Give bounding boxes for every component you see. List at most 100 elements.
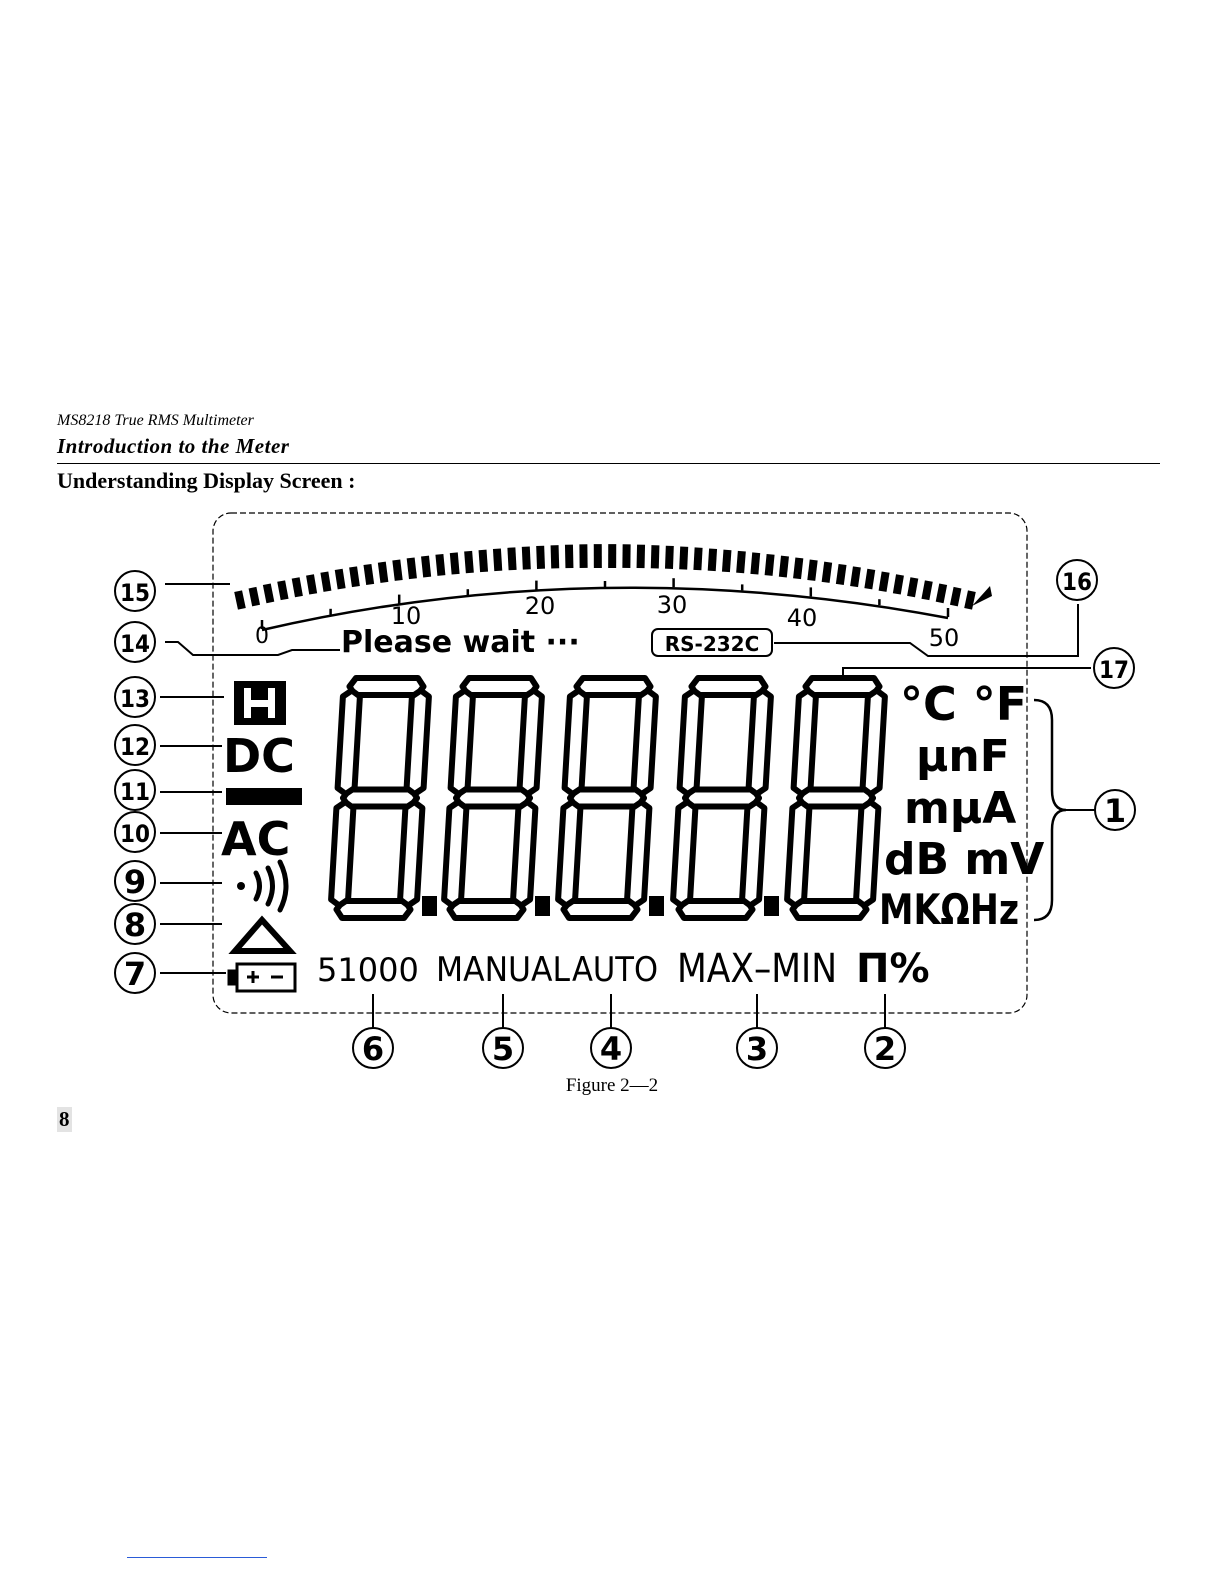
scale-label-30: 30	[657, 591, 688, 619]
callout-5: 5	[483, 1028, 523, 1068]
units-bracket	[1034, 700, 1066, 920]
svg-text:12: 12	[120, 733, 150, 761]
bargraph-segment	[378, 562, 389, 583]
negative-sign-bar	[226, 788, 302, 805]
bargraph-segment	[435, 554, 445, 576]
bargraph-segment	[679, 547, 688, 570]
svg-text:13: 13	[120, 685, 150, 713]
svg-text:5: 5	[492, 1030, 514, 1068]
segment-g	[343, 790, 417, 807]
bargraph-segment	[637, 545, 645, 569]
bargraph-segment	[421, 556, 431, 578]
scale-label-20: 20	[525, 592, 556, 620]
svg-text:15: 15	[120, 579, 150, 607]
figure-caption: Figure 2—2	[0, 1075, 1224, 1097]
bargraph-segment	[263, 584, 274, 604]
unit-resistance-frequency: MKΩHz	[879, 885, 1019, 934]
segment-b	[863, 691, 885, 795]
dc-indicator: DC	[223, 729, 295, 783]
count-indicator: 51000	[317, 951, 419, 989]
segment-b	[520, 691, 542, 795]
segment-b	[407, 691, 429, 795]
bargraph-segment	[708, 548, 717, 571]
bargraph-segment	[392, 559, 402, 580]
bargraph-segment	[765, 554, 775, 576]
segment-e	[331, 802, 353, 906]
decimal-point	[764, 896, 779, 916]
bargraph-segment	[407, 558, 417, 580]
bargraph-segment	[864, 569, 875, 590]
bargraph-segment	[879, 571, 890, 591]
bargraph-segment	[292, 577, 303, 597]
segment-f	[451, 691, 473, 795]
bargraph-segment	[522, 547, 531, 570]
segment-f	[565, 691, 587, 795]
svg-text:9: 9	[124, 863, 146, 901]
segment-e	[673, 802, 695, 906]
callout-8: 8	[115, 904, 155, 944]
unit-capacitance: µnF	[916, 731, 1010, 782]
bargraph-segment	[907, 577, 918, 597]
low-battery-icon	[229, 964, 295, 991]
bargraph-segment	[464, 551, 474, 573]
callout-9: 9	[115, 861, 155, 901]
segment-d	[564, 901, 638, 918]
segment-a	[577, 678, 651, 695]
callout-6: 6	[353, 1028, 393, 1068]
relative-delta-icon	[235, 920, 290, 951]
segment-e	[558, 802, 580, 906]
svg-text:1: 1	[1104, 792, 1126, 830]
bargraph-segment	[779, 556, 789, 578]
svg-text:14: 14	[120, 630, 150, 658]
callout-1: 1	[1095, 790, 1135, 830]
bargraph-segment	[335, 569, 346, 590]
svg-text:16: 16	[1062, 568, 1092, 596]
please-wait-indicator: Please wait ∙∙∙	[341, 625, 580, 660]
callout-15: 15	[115, 571, 155, 611]
bargraph-segment	[493, 548, 502, 571]
decimal-point	[649, 896, 664, 916]
segment-e	[444, 802, 466, 906]
scale-ticks	[262, 578, 948, 629]
callout-7: 7	[115, 953, 155, 993]
segment-d	[679, 901, 753, 918]
bargraph-segment	[893, 574, 904, 594]
document-section-title: Introduction to the Meter	[57, 434, 289, 459]
callout-16: 16	[1057, 560, 1097, 600]
lcd-display-figure: 0 10 20 30 40 50 Please wait ∙∙∙ RS-232C…	[0, 500, 1224, 1080]
bargraph-segment	[594, 544, 602, 568]
svg-text:2: 2	[874, 1030, 896, 1068]
duty-cycle-indicator: Π%	[856, 946, 930, 992]
footnote-divider	[127, 1557, 267, 1558]
max-min-indicator: MAX–MIN	[677, 946, 837, 992]
bargraph-segment	[551, 545, 560, 568]
bargraph-segment	[565, 545, 573, 569]
bargraph-segment	[665, 546, 674, 569]
decimal-point	[535, 896, 550, 916]
scale-label-40: 40	[787, 604, 818, 632]
bargraph-segment	[320, 571, 331, 591]
bargraph-segment	[807, 559, 817, 580]
unit-current: mµA	[904, 783, 1016, 834]
leader-14	[165, 642, 340, 655]
scale-label-50: 50	[929, 624, 960, 652]
segment-a	[692, 678, 766, 695]
segment-b	[634, 691, 656, 795]
bargraph-segment	[693, 547, 702, 570]
unit-temperature: °C °F	[900, 677, 1027, 731]
segment-g	[685, 790, 759, 807]
bargraph-segment	[450, 552, 460, 574]
segment-g	[799, 790, 873, 807]
scale-label-0: 0	[255, 624, 269, 649]
analog-bar-graph	[234, 544, 976, 610]
scale-arc	[262, 588, 948, 630]
bargraph-segment	[536, 546, 545, 569]
segment-c	[856, 802, 878, 906]
callout-13: 13	[115, 677, 155, 717]
bargraph-segment	[507, 547, 516, 570]
segment-g	[456, 790, 530, 807]
bargraph-segment	[349, 566, 360, 587]
callout-3: 3	[737, 1028, 777, 1068]
continuity-beeper-icon	[237, 862, 286, 910]
segment-b	[749, 691, 771, 795]
